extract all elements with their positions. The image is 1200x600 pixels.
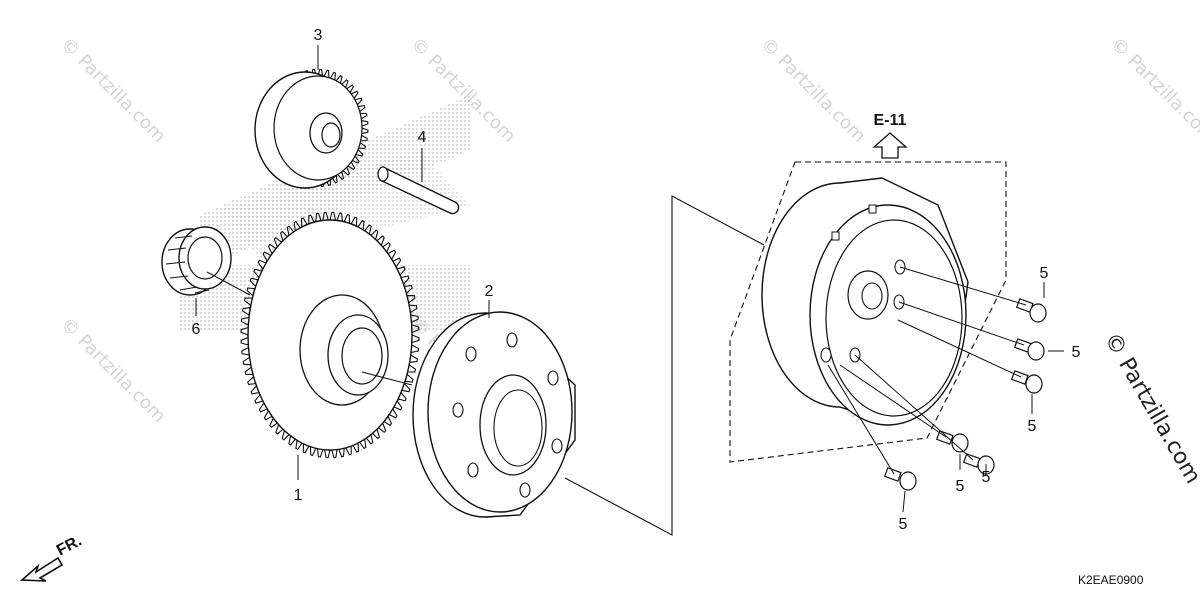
flywheel[interactable] [761,177,969,426]
callout-1[interactable]: 1 [294,487,303,504]
diagram-code: K2EAE0900 [1078,573,1144,587]
callout-5[interactable]: 5 [1072,344,1081,361]
callout-5[interactable]: 5 [982,469,991,486]
starter-driven-gear[interactable] [240,211,420,459]
assembly-leader-line [564,195,765,536]
watermark-text: © Partzilla.com [756,34,869,147]
corner-watermark: © Partzilla.com [1099,329,1200,489]
reference-label: E-11 [874,112,907,129]
callout-5[interactable]: 5 [1028,418,1037,435]
assembly-outline [729,161,1007,463]
one-way-clutch[interactable] [412,311,576,518]
watermark-text: © Partzilla.com [1106,34,1200,147]
idle-gear-shaft[interactable] [377,166,460,215]
callout-3[interactable]: 3 [314,27,323,44]
watermark-text: © Partzilla.com [56,314,169,427]
flywheel-bolt[interactable] [1013,338,1045,361]
callout-5[interactable]: 5 [956,478,965,495]
flywheel-bolt[interactable] [883,467,917,491]
needle-bearing[interactable] [161,226,232,296]
flywheel-bolt[interactable] [935,430,969,453]
direction-label: FR. [54,532,85,559]
watermark-text: © Partzilla.com [56,34,169,147]
callout-5[interactable]: 5 [1040,265,1049,282]
flywheel-bolt[interactable] [1010,370,1043,394]
reference-arrow [872,132,908,159]
callout-4[interactable]: 4 [418,129,427,146]
callout-6[interactable]: 6 [192,321,201,338]
front-direction-arrow: FR. [19,532,85,582]
callout-5[interactable]: 5 [899,516,908,533]
callout-2[interactable]: 2 [485,283,494,300]
starter-idle-gear[interactable] [254,68,369,189]
leader-lines [195,45,1064,513]
flywheel-bolt[interactable] [1015,298,1047,323]
